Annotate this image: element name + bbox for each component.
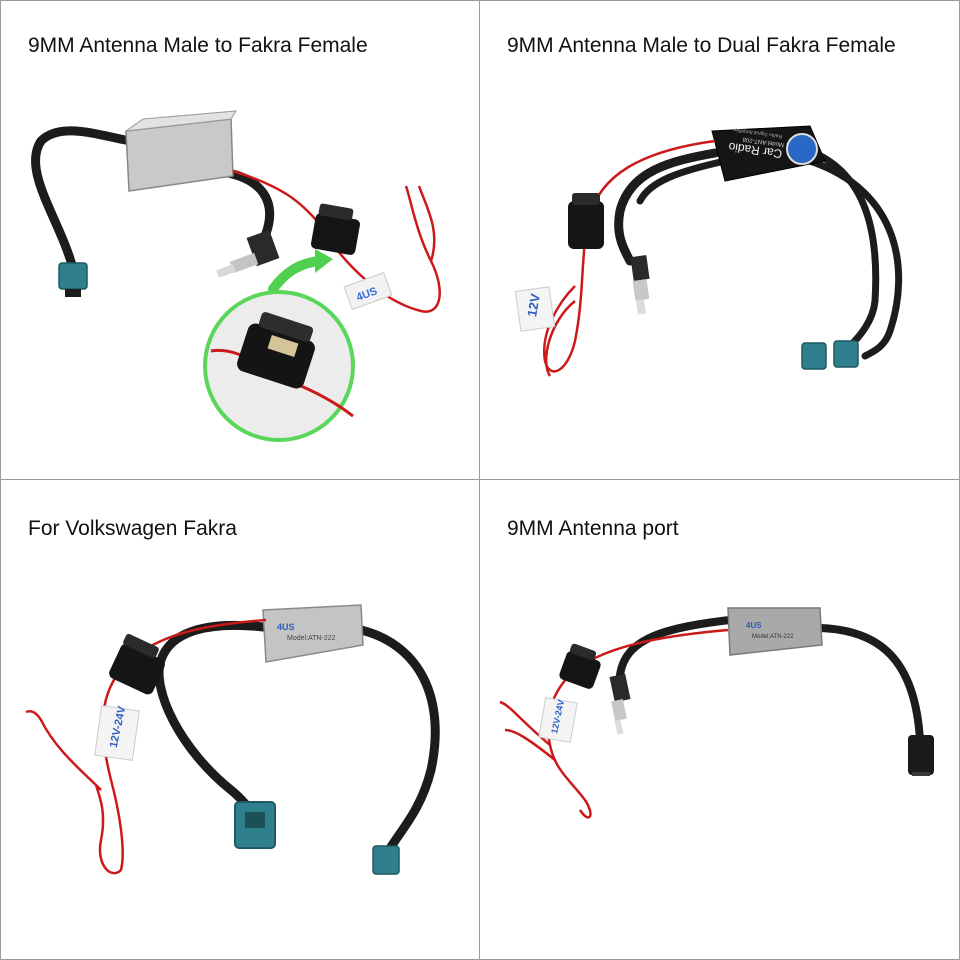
product-photo-9mm-port: 4US Model:ATN-222 12V-24V	[499, 607, 934, 819]
sticker: 12V-24V	[94, 704, 140, 761]
amplifier-box: Car Radio Model:ANT-208 Radio Signal Amp…	[711, 125, 826, 182]
antenna-plug	[609, 673, 631, 735]
sticker: 12V	[514, 286, 556, 332]
fakra-connector	[801, 340, 859, 370]
panel-caption: 9MM Antenna port	[507, 517, 679, 540]
panel-caption: 9MM Antenna Male to Dual Fakra Female	[507, 34, 896, 57]
sticker-text: 12V	[524, 292, 543, 318]
antenna-plug	[630, 255, 650, 315]
fuse-detail-zoom	[203, 290, 355, 442]
fuse-holder	[568, 193, 604, 249]
amplifier-box: 4US Model:ATN-222	[727, 607, 823, 656]
fakra-connector	[372, 845, 400, 875]
fakra-connector	[234, 801, 276, 849]
amplifier-box	[125, 110, 237, 192]
sticker: 4US	[343, 271, 393, 311]
fakra-connector	[58, 262, 88, 297]
device-title: 4US	[277, 622, 295, 632]
panel-dual-fakra-female: 9MM Antenna Male to Dual Fakra Female Ca…	[480, 1, 959, 480]
fuse-holder	[559, 643, 601, 689]
panel-caption: 9MM Antenna Male to Fakra Female	[28, 34, 368, 57]
device-title: 4US	[746, 621, 762, 630]
fuse-holder	[109, 633, 165, 695]
arrow-icon	[268, 249, 333, 294]
product-photo-volkswagen-fakra: 4US Model:ATN-222 12V-24V	[25, 604, 440, 875]
product-photo-fakra-female: 4US	[31, 110, 441, 442]
device-model: Model:ANT-208	[742, 135, 785, 147]
amplifier-box: 4US Model:ATN-222	[262, 604, 364, 663]
panel-volkswagen-fakra: For Volkswagen Fakra 4US Model:ATN-222 1…	[1, 480, 480, 959]
panel-9mm-antenna-port: 9MM Antenna port 4US Model:ATN-222	[480, 480, 959, 959]
fuse-holder	[311, 203, 360, 255]
antenna-port	[908, 735, 934, 776]
device-model: Model:ATN-222	[287, 635, 336, 642]
device-model: Model:ATN-222	[752, 634, 794, 640]
panel-caption: For Volkswagen Fakra	[28, 517, 237, 540]
panel-fakra-female: 9MM Antenna Male to Fakra Female	[1, 1, 480, 480]
product-photo-dual-fakra: Car Radio Model:ANT-208 Radio Signal Amp…	[514, 125, 903, 377]
sticker: 12V-24V	[538, 696, 578, 744]
antenna-plug	[216, 229, 280, 278]
